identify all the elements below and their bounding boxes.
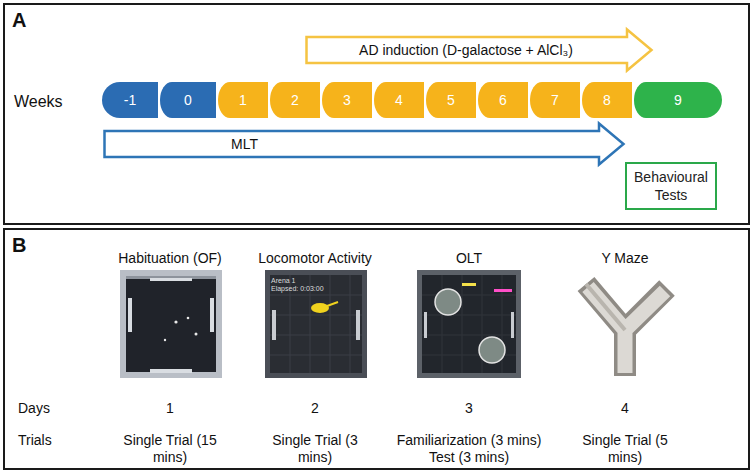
y-maze-photo [586, 284, 667, 376]
week-segment: 0 [160, 82, 216, 118]
day-number: 1 [155, 400, 185, 417]
arrow-shape [307, 30, 652, 71]
photo-overlay-text: Arena 1 [271, 277, 296, 285]
column-header: OLT [399, 250, 539, 267]
week-segment: 4 [374, 82, 424, 118]
arrow-outline [103, 122, 625, 166]
arrow-shape [105, 124, 624, 165]
induction-arrow: AD induction (D-galactose + AlCl₃) [305, 28, 653, 72]
week-segment: 3 [322, 82, 372, 118]
week-number: 5 [447, 91, 455, 109]
panel-letter: A [12, 8, 32, 32]
column-header: Habituation (OF) [100, 250, 240, 267]
week-number: 4 [395, 91, 403, 109]
week-number: 9 [674, 91, 682, 109]
week-number: 3 [343, 91, 351, 109]
week-segment: 5 [426, 82, 476, 118]
arrow-label: AD induction (D-galactose + AlCl₃) [359, 41, 573, 59]
week-segment: 9 [634, 82, 722, 118]
panel-frame: A AD induction (D-galactose + AlCl₃) -1 0 1 2… [3, 3, 750, 225]
day-number: 2 [300, 400, 330, 417]
object-location-photo [417, 270, 521, 378]
trial-description: Single Trial (15 mins) [111, 432, 229, 466]
open-field-photo [120, 270, 222, 378]
column-header: Locomotor Activity [245, 250, 385, 267]
week-number: -1 [124, 91, 136, 109]
column-header: Y Maze [555, 250, 695, 267]
week-number: 6 [499, 91, 507, 109]
axis-label: Weeks [14, 92, 63, 111]
week-number: 1 [239, 91, 247, 109]
week-segment: 1 [218, 82, 268, 118]
week-segment: 8 [582, 82, 632, 118]
week-number: 2 [291, 91, 299, 109]
tests-box: Behavioural Tests [625, 162, 717, 210]
week-segment: 7 [530, 82, 580, 118]
week-segment: 6 [478, 82, 528, 118]
locomotor-photo [265, 270, 367, 378]
panel-letter: B [12, 233, 32, 257]
week-number: 7 [551, 91, 559, 109]
trial-description: Single Trial (3 mins) [256, 432, 374, 466]
week-segment: -1 [102, 82, 158, 118]
week-segment: 2 [270, 82, 320, 118]
day-number: 4 [610, 400, 640, 417]
arrow-label: MLT [231, 135, 258, 153]
row-header: Days [18, 400, 50, 417]
treatment-arrow: MLT [103, 122, 625, 166]
week-number: 8 [603, 91, 611, 109]
day-number: 3 [454, 400, 484, 417]
trial-description: Single Trial (5 mins) [566, 432, 684, 466]
box-label: Behavioural Tests [631, 168, 711, 204]
week-number: 0 [184, 91, 192, 109]
trial-description: Familiarization (3 mins) Test (3 mins) [384, 432, 554, 466]
row-header: Trials [18, 432, 52, 449]
photo-overlay-text: Elapsed: 0:03:00 [271, 285, 324, 293]
